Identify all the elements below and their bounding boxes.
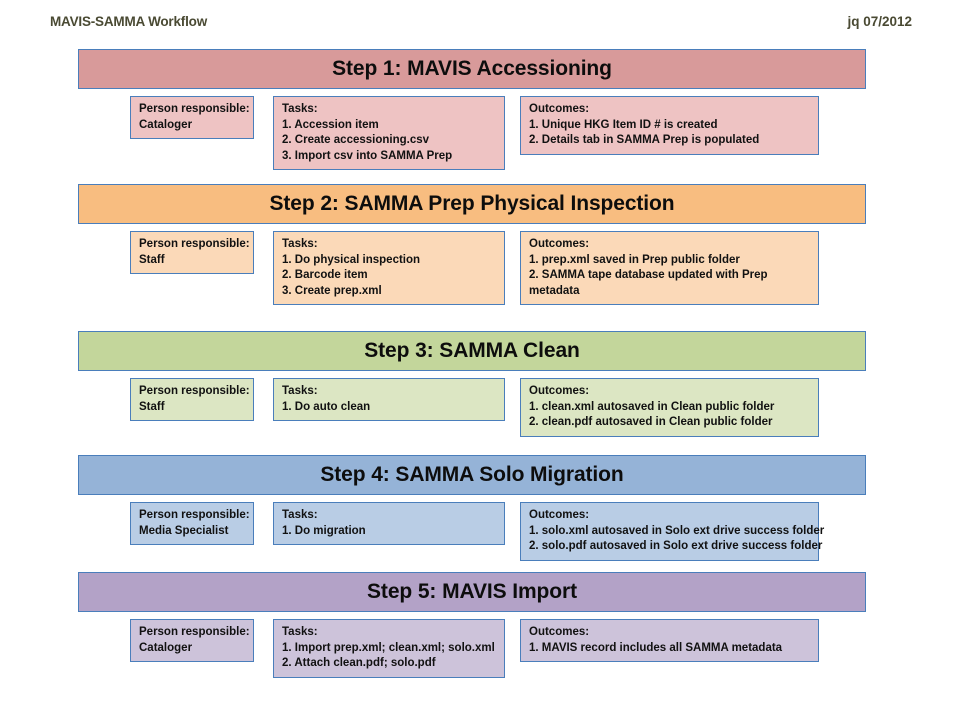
outcome-item: 2. SAMMA tape database updated with Prep… [529, 269, 768, 297]
step-header-bar-4: Step 4: SAMMA Solo Migration [78, 455, 866, 495]
person-responsible-panel-4: Person responsible: Media Specialist [130, 502, 254, 545]
person-responsible-value-3: Staff [139, 400, 165, 413]
tasks-heading-4: Tasks: [282, 509, 318, 521]
document-title: MAVIS-SAMMA Workflow [50, 14, 207, 29]
outcomes-heading-3: Outcomes: [529, 385, 590, 397]
tasks-heading-1: Tasks: [282, 103, 318, 115]
task-item: 2. Barcode item [282, 269, 368, 281]
step-title-5: Step 5: MAVIS Import [367, 580, 577, 603]
person-responsible-value-4: Media Specialist [139, 524, 229, 537]
tasks-panel-2: Tasks: 1. Do physical inspection 2. Barc… [273, 231, 505, 305]
outcomes-heading-2: Outcomes: [529, 238, 590, 250]
outcome-item: 2. solo.pdf autosaved in Solo ext drive … [529, 540, 823, 552]
person-responsible-heading-2: Person responsible: [139, 238, 250, 250]
outcome-item: 2. Details tab in SAMMA Prep is populate… [529, 134, 760, 146]
outcome-item: 1. MAVIS record includes all SAMMA metad… [529, 641, 783, 654]
person-responsible-panel-3: Person responsible: Staff [130, 378, 254, 421]
task-item: 3. Create prep.xml [282, 284, 382, 297]
outcome-item: 2. clean.pdf autosaved in Clean public f… [529, 416, 773, 428]
tasks-panel-1: Tasks: 1. Accession item 2. Create acces… [273, 96, 505, 170]
outcomes-panel-5: Outcomes: 1. MAVIS record includes all S… [520, 619, 819, 662]
outcomes-heading-5: Outcomes: [529, 626, 590, 638]
person-responsible-panel-2: Person responsible: Staff [130, 231, 254, 274]
person-responsible-panel-5: Person responsible: Cataloger [130, 619, 254, 662]
tasks-panel-3: Tasks: 1. Do auto clean [273, 378, 505, 421]
person-responsible-value-5: Cataloger [139, 641, 193, 654]
task-item: 1. Do physical inspection [282, 253, 421, 266]
task-item: 1. Do migration [282, 524, 366, 537]
task-item: 3. Import csv into SAMMA Prep [282, 149, 453, 162]
outcomes-panel-3: Outcomes: 1. clean.xml autosaved in Clea… [520, 378, 819, 437]
task-item: 2. Attach clean.pdf; solo.pdf [282, 657, 436, 669]
step-title-2: Step 2: SAMMA Prep Physical Inspection [269, 192, 675, 215]
step-title-3: Step 3: SAMMA Clean [364, 339, 580, 362]
task-item: 1. Do auto clean [282, 400, 371, 413]
tasks-heading-3: Tasks: [282, 385, 318, 397]
outcomes-heading-4: Outcomes: [529, 509, 590, 521]
tasks-panel-4: Tasks: 1. Do migration [273, 502, 505, 545]
tasks-heading-5: Tasks: [282, 626, 318, 638]
person-responsible-heading-4: Person responsible: [139, 509, 250, 521]
document-header: MAVIS-SAMMA Workflow jq 07/2012 [50, 14, 912, 36]
step-header-bar-1: Step 1: MAVIS Accessioning [78, 49, 866, 89]
outcome-item: 1. solo.xml autosaved in Solo ext drive … [529, 524, 825, 537]
step-header-bar-3: Step 3: SAMMA Clean [78, 331, 866, 371]
outcomes-heading-1: Outcomes: [529, 103, 590, 115]
person-responsible-heading-1: Person responsible: [139, 103, 250, 115]
person-responsible-value-2: Staff [139, 253, 165, 266]
outcome-item: 1. clean.xml autosaved in Clean public f… [529, 400, 775, 413]
outcomes-panel-4: Outcomes: 1. solo.xml autosaved in Solo … [520, 502, 825, 561]
outcome-item: 1. prep.xml saved in Prep public folder [529, 253, 740, 266]
step-header-bar-5: Step 5: MAVIS Import [78, 572, 866, 612]
outcome-item: 1. Unique HKG Item ID # is created [529, 118, 718, 131]
tasks-heading-2: Tasks: [282, 238, 318, 250]
step-title-1: Step 1: MAVIS Accessioning [332, 57, 612, 80]
task-item: 2. Create accessioning.csv [282, 134, 430, 146]
person-responsible-heading-3: Person responsible: [139, 385, 250, 397]
document-date-stamp: jq 07/2012 [847, 14, 912, 29]
outcomes-panel-1: Outcomes: 1. Unique HKG Item ID # is cre… [520, 96, 819, 155]
outcomes-panel-2: Outcomes: 1. prep.xml saved in Prep publ… [520, 231, 819, 305]
task-item: 1. Import prep.xml; clean.xml; solo.xml [282, 641, 495, 654]
step-title-4: Step 4: SAMMA Solo Migration [320, 463, 624, 486]
task-item: 1. Accession item [282, 118, 379, 131]
person-responsible-heading-5: Person responsible: [139, 626, 250, 638]
tasks-panel-5: Tasks: 1. Import prep.xml; clean.xml; so… [273, 619, 505, 678]
person-responsible-value-1: Cataloger [139, 118, 193, 131]
person-responsible-panel-1: Person responsible: Cataloger [130, 96, 254, 139]
step-header-bar-2: Step 2: SAMMA Prep Physical Inspection [78, 184, 866, 224]
